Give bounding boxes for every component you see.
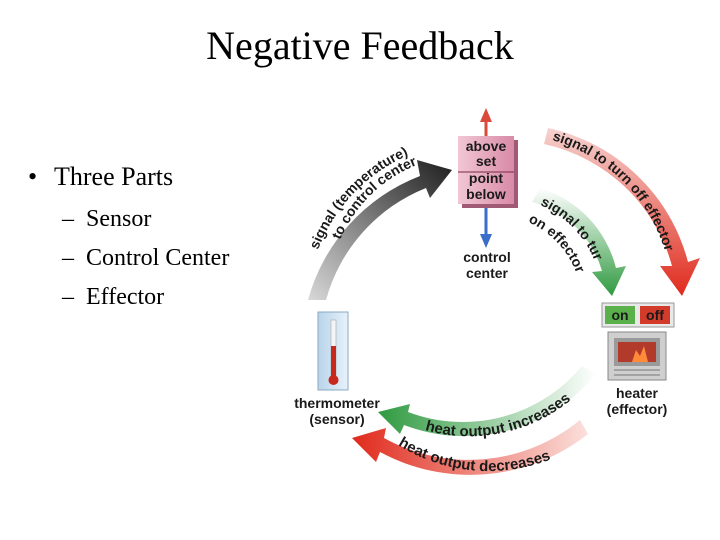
control-center-label-2: center — [466, 265, 509, 281]
sub-item-effector: –Effector — [62, 284, 229, 311]
control-center-label-1: control — [463, 249, 510, 265]
bullet-text: Three Parts — [54, 162, 174, 191]
heat-decreases-arrow-red — [352, 420, 588, 475]
dash: – — [62, 206, 74, 232]
dash: – — [62, 245, 74, 271]
thermometer-label-1: thermometer — [294, 395, 380, 411]
bullet-item: • Three Parts — [28, 162, 229, 192]
switch-on-button — [605, 306, 635, 324]
box-label-set: set — [476, 153, 497, 169]
heater-label-2: (effector) — [607, 401, 668, 417]
sub-item-label: Sensor — [86, 206, 152, 232]
thermometer-label-2: (sensor) — [309, 411, 364, 427]
bullet-dot: • — [28, 162, 38, 191]
box-label-above: above — [466, 138, 507, 154]
set-point-box — [458, 136, 514, 204]
sub-item-control-center: –Control Center — [62, 245, 229, 272]
sub-item-label: Control Center — [86, 245, 230, 271]
sub-item-sensor: –Sensor — [62, 206, 229, 233]
turn-off-arrow-red — [544, 128, 700, 296]
bullet-list: •Three Parts –Sensor –Control Center –Ef… — [28, 162, 229, 323]
switch-off-button — [640, 306, 670, 324]
turn-on-label-1: signal to turn — [0, 0, 607, 263]
turn-off-label: signal to turn off effector — [551, 128, 678, 254]
heater-icon — [607, 331, 667, 381]
slide-title: Negative Feedback — [206, 23, 514, 68]
turn-on-arrow-green — [532, 188, 626, 296]
heat-increases-arrow-green — [378, 366, 596, 437]
axis-down-arrowhead — [480, 234, 492, 248]
switch-off-label: off — [646, 307, 664, 323]
thermometer-icon — [317, 311, 349, 391]
box-label-point: point — [469, 170, 504, 186]
switch-on-label: on — [611, 307, 628, 323]
signal-arrow-black — [308, 160, 452, 300]
axis-up-arrowhead — [480, 108, 492, 122]
dash: – — [62, 284, 74, 310]
heater-label-1: heater — [616, 385, 659, 401]
sub-item-label: Effector — [86, 284, 165, 310]
box-label-below: below — [466, 186, 506, 202]
